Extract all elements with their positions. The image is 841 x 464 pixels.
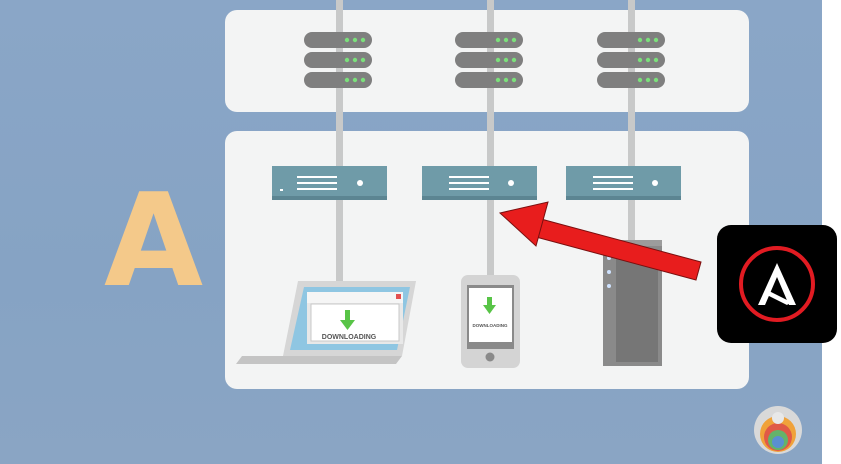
ansible-logo-icon xyxy=(739,246,815,322)
server-stack-right xyxy=(597,32,665,88)
cable-left xyxy=(336,0,343,282)
cable-right xyxy=(628,0,635,248)
switch-right xyxy=(566,166,681,200)
laptop: DOWNLOADING xyxy=(236,281,416,364)
channel-watermark-icon xyxy=(754,406,802,454)
cable-middle xyxy=(487,0,494,276)
downloading-label-laptop: DOWNLOADING xyxy=(322,334,377,341)
red-arrow xyxy=(498,201,702,281)
downloading-label-phone: DOWNLOADING xyxy=(473,323,508,328)
ansible-logo-tile xyxy=(717,225,837,343)
big-letter-a: A xyxy=(104,167,204,316)
switch-middle xyxy=(422,166,537,200)
switch-left xyxy=(272,166,387,200)
server-stack-left xyxy=(304,32,372,88)
server-stack-middle xyxy=(455,32,523,88)
phone: DOWNLOADING xyxy=(461,275,520,368)
